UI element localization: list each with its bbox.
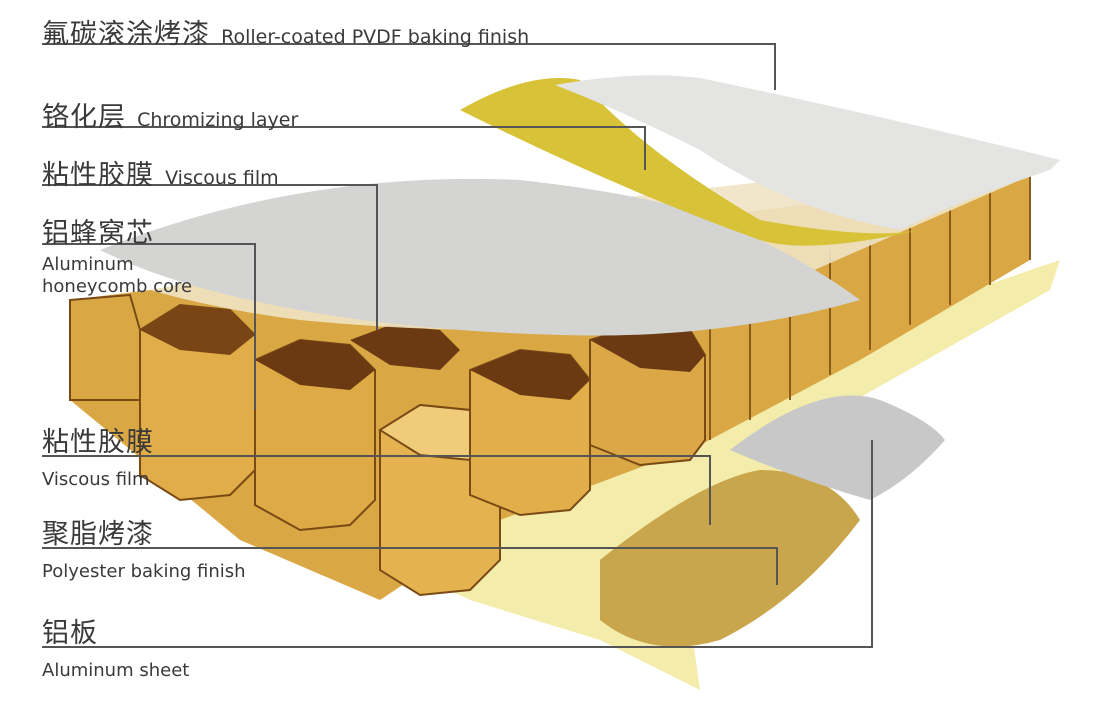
label-viscous-top-zh: 粘性胶膜 bbox=[42, 160, 154, 191]
label-pvdf: 氟碳滚涂烤漆 Roller-coated PVDF baking finish bbox=[42, 12, 529, 51]
label-aluminum-sheet: 铝板 Aluminum sheet bbox=[42, 611, 189, 682]
top-yellow-layer bbox=[460, 78, 920, 246]
honeycomb-cells bbox=[69, 293, 706, 597]
leader-lines bbox=[42, 43, 873, 648]
label-viscous-bottom-en: Viscous film bbox=[42, 469, 150, 490]
bottom-grey-layer bbox=[730, 395, 945, 500]
label-viscous-bottom: 粘性胶膜 Viscous film bbox=[42, 420, 154, 491]
label-viscous-top-en: Viscous film bbox=[165, 167, 279, 189]
label-viscous-bottom-zh: 粘性胶膜 bbox=[42, 427, 154, 458]
label-pvdf-en: Roller-coated PVDF baking finish bbox=[221, 26, 530, 48]
label-viscous-top: 粘性胶膜 Viscous film bbox=[42, 153, 279, 192]
label-aluminum-sheet-en: Aluminum sheet bbox=[42, 660, 190, 681]
label-pvdf-zh: 氟碳滚涂烤漆 bbox=[42, 19, 210, 50]
label-chromizing-zh: 铬化层 bbox=[42, 102, 126, 133]
label-polyester-en: Polyester baking finish bbox=[42, 561, 246, 582]
label-honeycomb-en-1: Aluminum bbox=[42, 254, 134, 275]
top-pvdf-layer bbox=[555, 75, 1060, 230]
label-chromizing: 铬化层 Chromizing layer bbox=[42, 95, 298, 134]
top-grey-sheet bbox=[100, 178, 860, 336]
bottom-mustard-layer bbox=[600, 470, 860, 647]
bottom-pale-layer bbox=[300, 260, 1060, 690]
label-chromizing-en: Chromizing layer bbox=[137, 109, 299, 131]
label-polyester-zh: 聚脂烤漆 bbox=[42, 519, 154, 550]
label-honeycomb: 铝蜂窝芯 Aluminum honeycomb core bbox=[42, 211, 192, 298]
label-honeycomb-zh: 铝蜂窝芯 bbox=[42, 218, 154, 249]
label-aluminum-sheet-zh: 铝板 bbox=[42, 618, 98, 649]
label-honeycomb-en-2: honeycomb core bbox=[42, 276, 193, 297]
label-polyester: 聚脂烤漆 Polyester baking finish bbox=[42, 512, 246, 583]
